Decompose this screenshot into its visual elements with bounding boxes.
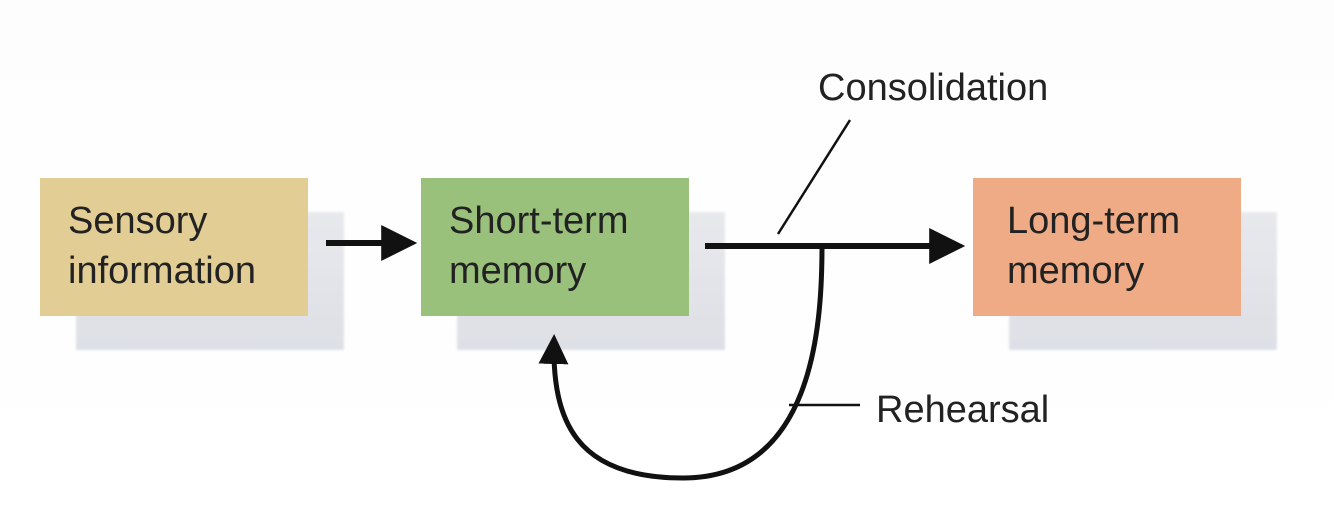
consolidation-leader-line <box>776 119 852 235</box>
sensory-box-line-1: Sensory <box>68 200 208 242</box>
long-term-memory-box: Long-term memory <box>973 178 1241 316</box>
long-term-box-line-2: memory <box>1007 250 1145 292</box>
short-term-box-line-2: memory <box>449 250 587 292</box>
rehearsal-loop-arrow <box>538 245 825 481</box>
long-term-box-line-1: Long-term <box>1007 200 1181 242</box>
consolidation-label: Consolidation <box>818 67 1049 109</box>
sensory-information-box: Sensory information <box>40 178 308 316</box>
short-term-memory-box: Short-term memory <box>421 178 689 316</box>
sensory-box-line-2: information <box>68 250 256 292</box>
rehearsal-label: Rehearsal <box>876 389 1050 431</box>
short-term-box-line-1: Short-term <box>449 200 629 242</box>
